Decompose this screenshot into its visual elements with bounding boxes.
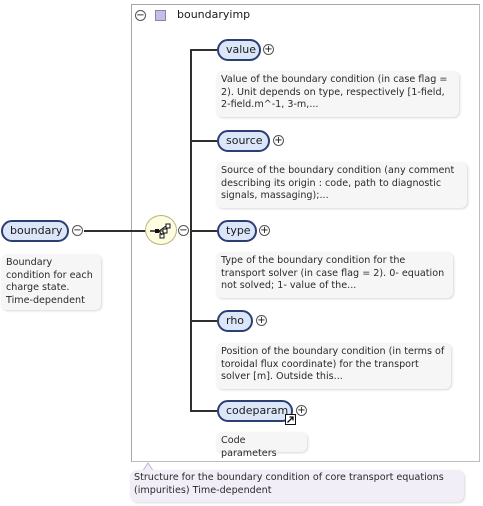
rho-expand-toggle[interactable]: + [256, 315, 267, 326]
root-doc: Boundary condition for each charge state… [1, 254, 101, 310]
reference-arrow-icon [285, 414, 296, 425]
container-doc: Structure for the boundary condition of … [130, 470, 464, 502]
type-doc: Type of the boundary condition for the t… [216, 252, 453, 298]
value-doc: Value of the boundary condition (in case… [216, 71, 459, 117]
element-rho[interactable]: rho [217, 310, 253, 332]
complex-type-icon [155, 10, 166, 21]
container-collapse-toggle[interactable]: − [135, 10, 146, 21]
root-collapse-toggle[interactable]: − [72, 225, 83, 236]
branch-rho [190, 320, 217, 322]
source-doc: Source of the boundary condition (any co… [216, 162, 467, 208]
codeparam-doc: Code parameters [216, 432, 307, 459]
sequence-collapse-toggle[interactable]: − [178, 225, 189, 236]
branch-value [190, 49, 217, 51]
root-element-boundary[interactable]: boundary [1, 220, 69, 242]
connector-root-sequence [84, 230, 147, 232]
container-title: boundaryimp [177, 8, 251, 21]
rho-doc: Position of the boundary condition (in t… [216, 343, 451, 389]
type-expand-toggle[interactable]: + [259, 225, 270, 236]
element-source[interactable]: source [217, 130, 270, 152]
container-doc-pointer [142, 462, 154, 472]
element-value[interactable]: value [217, 39, 261, 61]
branch-type [190, 230, 217, 232]
element-type[interactable]: type [217, 220, 257, 242]
branch-source [190, 140, 217, 142]
codeparam-expand-toggle[interactable]: + [296, 405, 307, 416]
value-expand-toggle[interactable]: + [263, 44, 274, 55]
sequence-compositor[interactable] [145, 215, 177, 245]
sequence-compositor-icon [150, 223, 171, 239]
container-frame [131, 4, 480, 462]
source-expand-toggle[interactable]: + [273, 135, 284, 146]
branch-codeparam [190, 410, 217, 412]
element-codeparam[interactable]: codeparam [217, 400, 293, 422]
